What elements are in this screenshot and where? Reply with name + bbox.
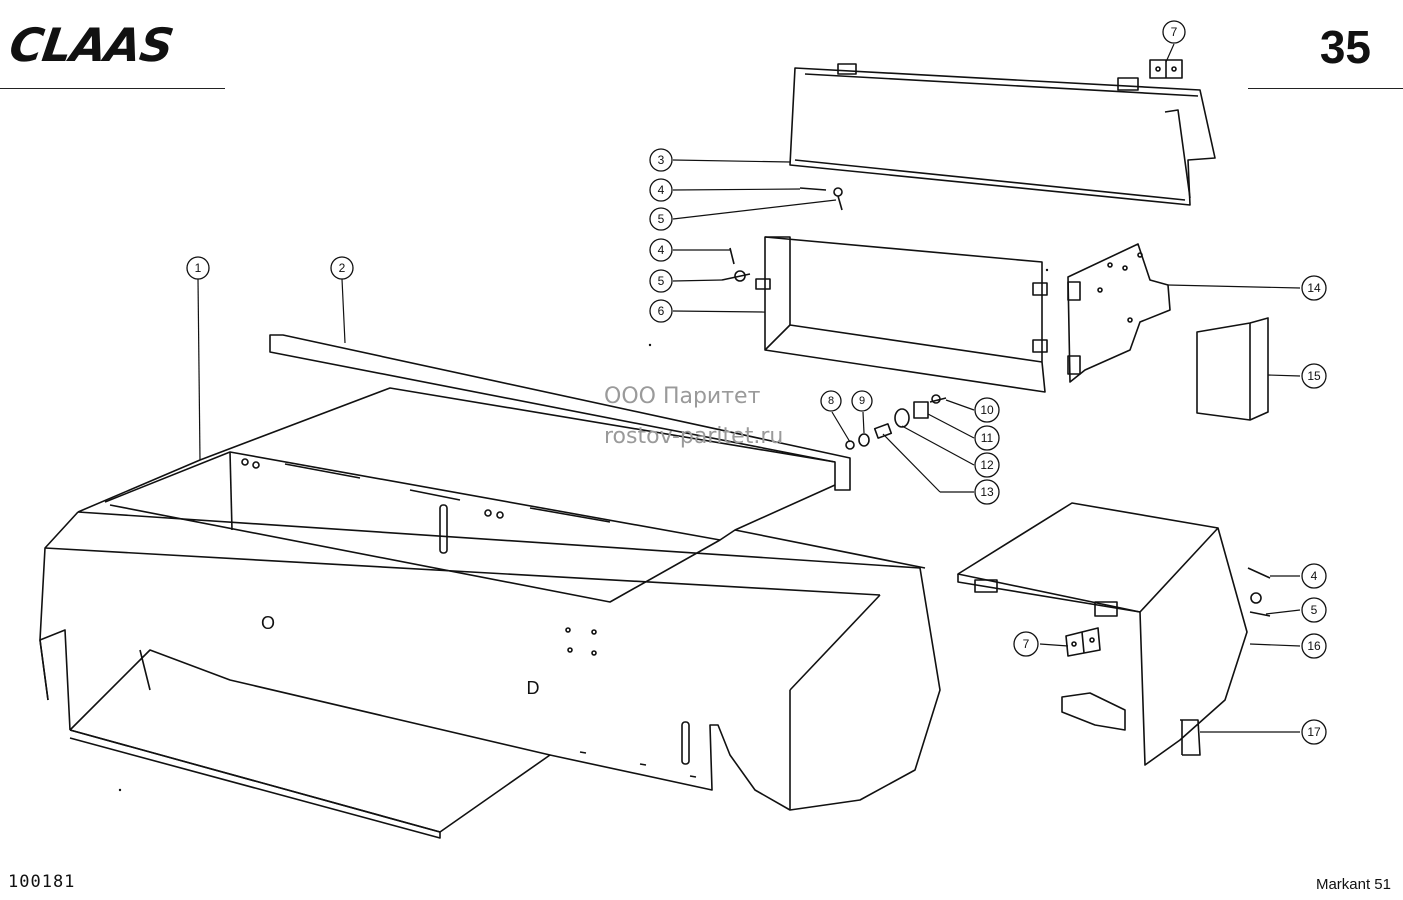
callout-1 [186, 256, 210, 280]
part-7-hinge-top [1149, 59, 1183, 79]
callout-14 [1301, 275, 1327, 301]
callout-label-8: 8 [828, 395, 834, 407]
callout-label-16: 16 [1307, 639, 1321, 653]
leader-lines [197, 43, 1301, 733]
part-6-box [755, 236, 1048, 393]
callout-label-4a: 4 [658, 183, 665, 197]
callout-7a [1162, 20, 1186, 44]
callout-label-10: 10 [980, 403, 994, 417]
callout-label-11: 11 [981, 431, 994, 445]
callout-4a [649, 178, 673, 202]
callout-labels: 1 2 3 4 5 4 5 6 7 8 9 10 11 12 13 14 15 … [195, 25, 1321, 739]
part-17-brackets [1061, 692, 1201, 756]
callout-label-12: 12 [980, 458, 994, 472]
watermark-company: ООО Паритет [604, 384, 761, 409]
callout-5b [649, 269, 673, 293]
fasteners-4-5 [721, 187, 1271, 617]
callout-15 [1301, 363, 1327, 389]
part-2-strip [269, 334, 851, 491]
callout-label-3: 3 [658, 153, 665, 167]
callout-label-4c: 4 [1311, 569, 1318, 583]
part-1-main-housing [39, 387, 941, 839]
callout-4b [649, 238, 673, 262]
page-number: 35 [1319, 21, 1371, 73]
callout-13 [974, 479, 1000, 505]
callout-label-14: 14 [1307, 281, 1321, 295]
callout-label-13: 13 [980, 485, 994, 499]
part-16-side-cover [957, 502, 1248, 766]
callout-label-4b: 4 [658, 243, 665, 257]
callout-label-6: 6 [658, 304, 665, 318]
drawing-number: 100181 [8, 872, 76, 892]
callout-6 [649, 299, 673, 323]
callout-5c [1301, 597, 1327, 623]
callout-11 [974, 425, 1000, 451]
header-rule-right [1248, 88, 1403, 89]
callout-label-2: 2 [339, 261, 346, 275]
callout-12 [974, 452, 1000, 478]
callout-circles [186, 20, 1327, 745]
model-name: Markant 51 [1315, 876, 1391, 893]
callout-label-5a: 5 [658, 212, 665, 226]
callout-label-17: 17 [1307, 725, 1321, 739]
housing-marks: O D [261, 613, 540, 698]
callout-label-5b: 5 [658, 274, 665, 288]
part-3-top-cover [789, 63, 1216, 206]
callout-4c [1301, 563, 1327, 589]
callout-2 [330, 256, 354, 280]
housing-mark-o: O [261, 613, 275, 633]
callout-9 [851, 390, 873, 412]
hardware-8-13 [845, 394, 947, 450]
callout-3 [649, 148, 673, 172]
header-rule-left [0, 88, 225, 89]
watermark-url: rostov-paritet.ru [604, 424, 784, 449]
callout-5a [649, 207, 673, 231]
callout-label-7a: 7 [1171, 25, 1178, 39]
callout-17 [1301, 719, 1327, 745]
part-15-angle-guard [1196, 317, 1269, 421]
part-7-hinge-lower [1065, 627, 1101, 657]
callout-label-1: 1 [195, 261, 202, 275]
callout-16 [1301, 633, 1327, 659]
callout-10 [974, 397, 1000, 423]
callout-label-15: 15 [1307, 369, 1321, 383]
part-14-mounting-plate [1067, 243, 1171, 383]
callout-label-5c: 5 [1311, 603, 1318, 617]
callout-label-9: 9 [859, 395, 865, 407]
callout-8 [820, 390, 842, 412]
callout-label-7b: 7 [1023, 637, 1030, 651]
housing-mark-d: D [527, 678, 540, 698]
callout-7b [1013, 631, 1039, 657]
